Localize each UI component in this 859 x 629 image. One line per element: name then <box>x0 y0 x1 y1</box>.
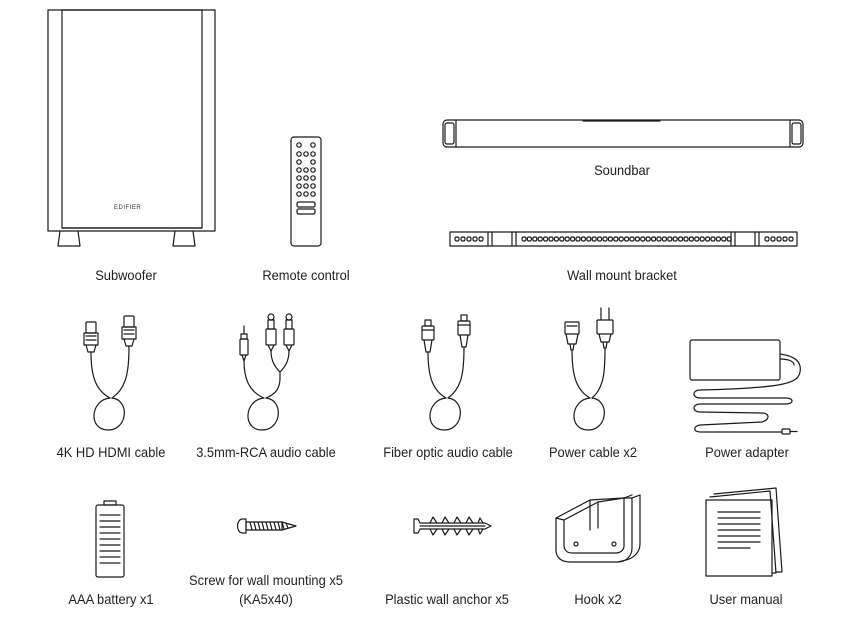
remote-control-label: Remote control <box>262 267 350 283</box>
power-cable-label: Power cable x2 <box>548 444 638 460</box>
soundbar-label: Soundbar <box>594 162 650 178</box>
battery-label: AAA battery x1 <box>68 591 154 607</box>
power-adapter-label: Power adapter <box>705 444 789 460</box>
hdmi-cable-label: 4K HD HDMI cable <box>56 444 166 460</box>
wall-mount-bracket-label: Wall mount bracket <box>567 267 677 283</box>
user-manual-label: User manual <box>709 591 783 607</box>
rca-cable-label: 3.5mm-RCA audio cable <box>196 444 336 460</box>
optical-cable-label: Fiber optic audio cable <box>383 444 513 460</box>
screw-label-line2: (KA5x40) <box>239 591 293 607</box>
subwoofer-logo: EDIFIER <box>114 205 142 211</box>
screw-label-line1: Screw for wall mounting x5 <box>189 572 343 588</box>
hook-label: Hook x2 <box>574 591 622 607</box>
subwoofer-label: Subwoofer <box>95 267 157 283</box>
wall-anchor-label: Plastic wall anchor x5 <box>385 591 509 607</box>
